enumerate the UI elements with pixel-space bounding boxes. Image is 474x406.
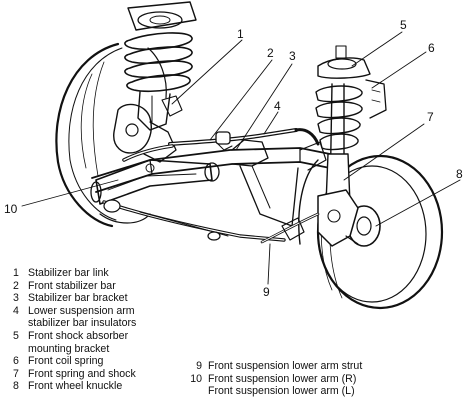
legend-item: 8 Front wheel knuckle bbox=[13, 380, 136, 393]
callout-8: 8 bbox=[456, 167, 463, 181]
legend-item: stabilizer bar insulators bbox=[13, 317, 136, 330]
legend-num: 6 bbox=[13, 355, 19, 368]
callout-10: 10 bbox=[4, 202, 18, 216]
legend-item: mounting bracket bbox=[13, 343, 136, 356]
left-coil-spring bbox=[124, 1, 197, 131]
legend-text: Lower suspension arm bbox=[28, 304, 135, 317]
legend-text: Front wheel knuckle bbox=[28, 380, 123, 393]
legend-text: Stabilizer bar bracket bbox=[28, 292, 128, 305]
legend-text: Front suspension lower arm (L) bbox=[208, 385, 355, 398]
legend-num: 7 bbox=[13, 367, 19, 380]
legend-text: Front spring and shock bbox=[28, 367, 136, 380]
crossmember bbox=[91, 139, 331, 227]
legend-num: 2 bbox=[13, 279, 19, 292]
legend-num: 9 bbox=[196, 360, 202, 372]
legend-item: 6 Front coil spring bbox=[13, 355, 136, 368]
legend-item: 10 Front suspension lower arm (R) bbox=[188, 373, 362, 386]
callout-5: 5 bbox=[400, 18, 407, 32]
legend-text: Front stabilizer bar bbox=[28, 279, 116, 292]
legend-item: 4 Lower suspension arm bbox=[13, 305, 136, 318]
lower-arm-strut bbox=[102, 199, 286, 242]
legend-item: 9 Front suspension lower arm strut bbox=[188, 360, 362, 373]
legend-item: 7 Front spring and shock bbox=[13, 368, 136, 381]
leader-lines bbox=[21, 31, 461, 285]
legend-text: Stabilizer bar link bbox=[28, 267, 109, 279]
callout-7: 7 bbox=[427, 110, 434, 124]
callout-3: 3 bbox=[289, 49, 296, 63]
callout-2: 2 bbox=[267, 46, 274, 60]
legend-num bbox=[188, 385, 202, 398]
legend-num bbox=[13, 343, 28, 356]
legend-num: 4 bbox=[13, 304, 19, 317]
legend-item: 5 Front shock absorber bbox=[13, 330, 136, 343]
legend-num: 3 bbox=[13, 292, 19, 305]
legend-item: 1 Stabilizer bar link bbox=[13, 267, 136, 280]
left-wheel bbox=[55, 42, 167, 228]
stabilizer-bar bbox=[122, 128, 320, 162]
legend-left: 1 Stabilizer bar link 2 Front stabilizer b… bbox=[13, 267, 136, 393]
legend-text: stabilizer bar insulators bbox=[28, 317, 137, 330]
legend-num: 1 bbox=[13, 267, 19, 279]
right-knuckle bbox=[260, 189, 359, 247]
legend-text: Front suspension lower arm strut bbox=[208, 360, 363, 372]
callout-9: 9 bbox=[263, 285, 270, 299]
legend-text: mounting bracket bbox=[28, 342, 110, 355]
left-lower-arm bbox=[90, 159, 220, 205]
legend-num: 5 bbox=[13, 329, 19, 342]
callout-1: 1 bbox=[237, 27, 244, 41]
legend-item: Front suspension lower arm (L) bbox=[188, 385, 362, 398]
callout-6: 6 bbox=[428, 41, 435, 55]
legend-item: 3 Stabilizer bar bracket bbox=[13, 292, 136, 305]
legend-num: 10 bbox=[190, 372, 202, 385]
legend-text: Front coil spring bbox=[28, 355, 104, 368]
legend-num: 8 bbox=[13, 380, 19, 393]
legend-item: 2 Front stabilizer bar bbox=[13, 280, 136, 293]
legend-text: Front shock absorber bbox=[28, 329, 129, 342]
legend-num bbox=[13, 317, 28, 330]
legend-text: Front suspension lower arm (R) bbox=[208, 372, 357, 385]
callout-4: 4 bbox=[274, 99, 281, 113]
right-strut-assembly bbox=[299, 45, 387, 205]
